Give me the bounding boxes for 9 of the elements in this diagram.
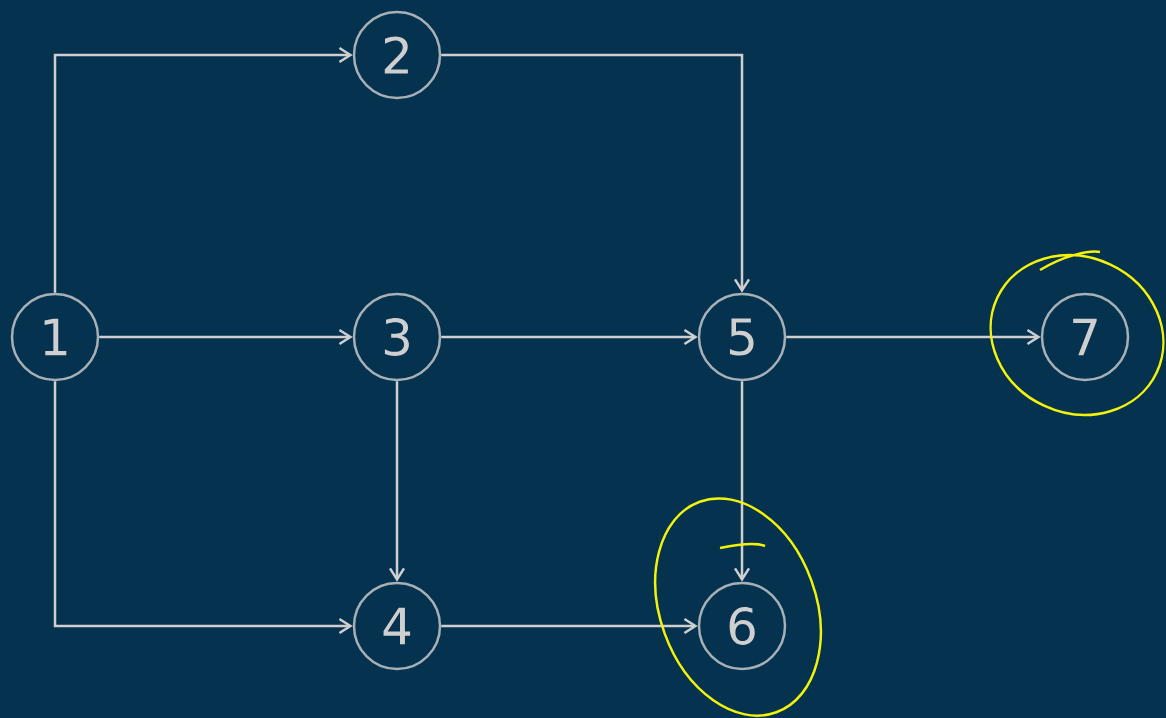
arrow	[99, 328, 353, 346]
arrow	[53, 381, 353, 635]
arrow	[733, 381, 751, 582]
arrow	[441, 53, 751, 293]
arrow	[53, 46, 353, 293]
arrow	[441, 328, 698, 346]
arrow	[388, 381, 406, 582]
arrow	[786, 328, 1041, 346]
arrow	[441, 617, 698, 635]
